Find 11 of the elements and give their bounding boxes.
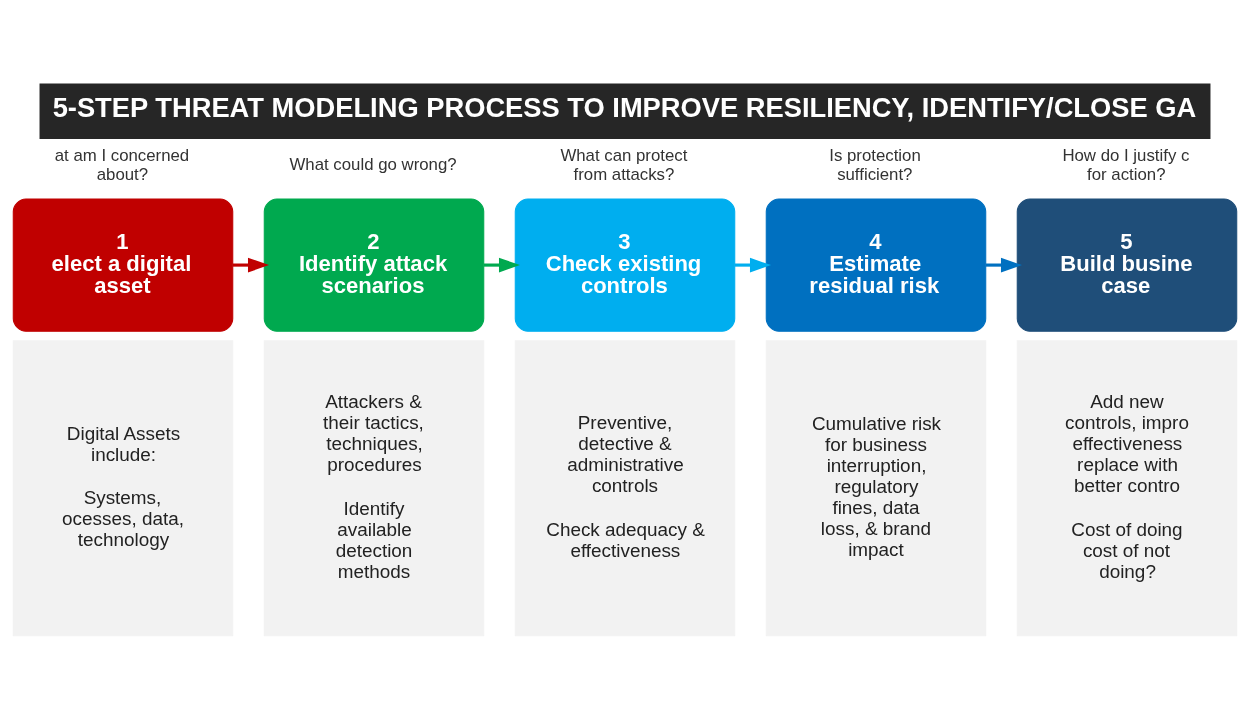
node-label: at am I concerned about? — [54, 145, 190, 184]
node-label: What could go wrong? — [289, 155, 457, 175]
node-box: 5 Build busine case — [1016, 198, 1238, 332]
node-box: 3 Check existing controls — [514, 198, 736, 332]
node-label: How do I justify c for action? — [1062, 145, 1190, 184]
node-label: Is protection sufficient? — [829, 145, 921, 184]
node-box: 1 elect a digital asset — [12, 198, 234, 332]
node-box: 2 Identify attack scenarios — [263, 198, 485, 332]
node-box: 4 Estimate residual risk — [765, 198, 987, 332]
node-label: What can protect from attacks? — [560, 145, 688, 184]
diagram-title: 5-STEP THREAT MODELING PROCESS TO IMPROVE RESILIENCY, IDENTIFY/CLOSE GA — [52, 92, 1197, 124]
